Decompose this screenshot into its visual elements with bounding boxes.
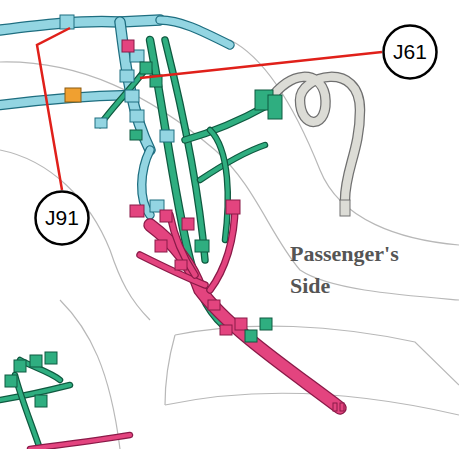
art-group (0, 20, 360, 449)
floor-outline (60, 300, 120, 449)
connector-plug (14, 360, 26, 372)
wire-outline (210, 130, 228, 240)
wire-outline (30, 435, 130, 449)
connector-plug (175, 260, 187, 270)
art-group (0, 40, 459, 449)
wire-outline (200, 145, 265, 180)
wire-outline (210, 205, 235, 290)
connector-plug (130, 110, 144, 122)
wire-bundle (150, 40, 230, 330)
connector-plug (60, 15, 74, 29)
connector-plug (65, 88, 81, 102)
connector-plug (208, 300, 220, 310)
connector-plug (45, 352, 57, 364)
connector-plug (226, 200, 240, 214)
connector-plug (130, 130, 142, 140)
connector-plug (333, 403, 337, 411)
connector-plug (195, 240, 209, 252)
connector-plug (268, 95, 282, 119)
connector-plug (5, 375, 17, 387)
connector-code: J61 (393, 40, 427, 64)
leader-line (140, 52, 382, 78)
wire-outline (270, 77, 360, 200)
circle-shape (384, 26, 437, 79)
connector-plug (35, 395, 47, 407)
wire-outline (150, 40, 230, 330)
wire-outline (100, 70, 145, 125)
connector-code: J91 (45, 206, 79, 230)
connector-plug (95, 118, 107, 128)
seat-outline (175, 326, 459, 385)
side-label: Passenger's Side (290, 238, 440, 302)
circle-shape (36, 192, 89, 245)
wire-outline (15, 375, 40, 449)
connector-plug (155, 240, 167, 252)
wire-bundle (30, 435, 130, 449)
wire-bundle (170, 215, 195, 275)
wire-outline (160, 20, 230, 45)
connector-plug (260, 318, 272, 330)
callout-circle: J61 (382, 24, 438, 80)
connector-plug (235, 318, 247, 330)
connector-plug (220, 325, 232, 335)
connector-plug (340, 200, 350, 216)
connector-plug (125, 90, 139, 102)
connector-plug (130, 205, 144, 217)
wire-bundle (0, 20, 160, 30)
wire-outline (170, 215, 195, 275)
connector-plug (120, 70, 134, 82)
wire-bundle (160, 20, 230, 45)
seat-outline (165, 335, 175, 405)
connector-plug (122, 40, 134, 52)
wire-bundle (210, 205, 235, 290)
art-group (37, 28, 382, 190)
connector-plug (340, 403, 344, 411)
connector-plug (245, 330, 257, 342)
wire-bundle (100, 70, 145, 125)
wire-bundle (200, 145, 265, 180)
callout-circle: J91 (34, 190, 90, 246)
connector-plug (30, 355, 42, 367)
wire-bundle (15, 375, 40, 449)
wire-bundle (270, 77, 360, 200)
connector-plug (160, 130, 174, 142)
leader-line (37, 28, 70, 190)
seat-outline (165, 393, 459, 415)
dashboard-outline (0, 150, 150, 320)
wire-outline (0, 20, 160, 30)
wire-bundle (210, 130, 228, 240)
connector-plug (140, 62, 152, 74)
connector-plug (160, 210, 172, 222)
connector-plug (182, 218, 194, 230)
